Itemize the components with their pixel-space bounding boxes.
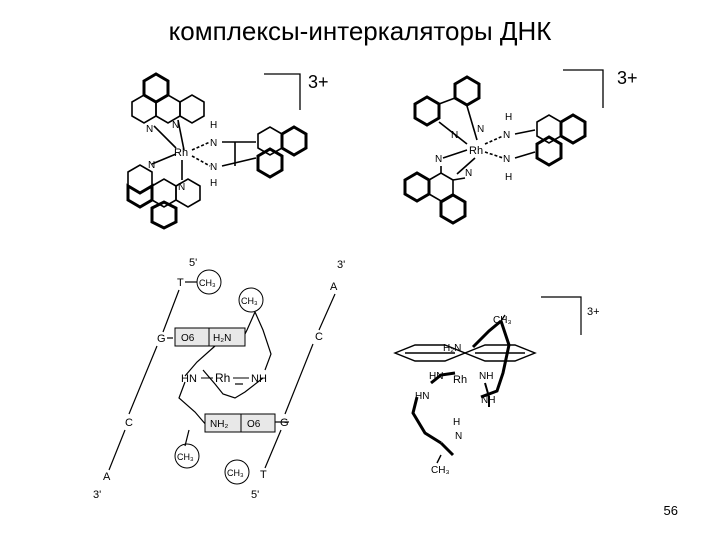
base-label: C — [315, 331, 323, 343]
base-label: A — [330, 281, 338, 293]
atom-h: H — [505, 172, 512, 183]
atom-n: N — [210, 162, 217, 173]
atom-label: NH — [251, 373, 267, 385]
base-label: T — [177, 277, 184, 289]
atom-n: N — [465, 168, 472, 179]
atom-label: NH — [481, 395, 495, 406]
atom-label: H — [453, 417, 460, 428]
strand-label: 5' — [251, 489, 259, 501]
atom-label: HN — [415, 391, 429, 402]
atom-n: N — [146, 124, 153, 135]
base-label: G — [280, 417, 289, 429]
atom-label: HN — [181, 373, 197, 385]
atom-h: H — [210, 178, 217, 189]
box-label: H₂N — [213, 333, 231, 344]
base-label: T — [260, 469, 267, 481]
base-label: C — [125, 417, 133, 429]
methyl-label: CH₃ — [431, 465, 450, 476]
atom-n: N — [210, 138, 217, 149]
atom-n: N — [503, 130, 510, 141]
atom-n: N — [477, 124, 484, 135]
atom-rh: Rh — [174, 147, 188, 159]
methyl-label: CH₃ — [227, 468, 244, 478]
strand-label: 5' — [189, 257, 197, 269]
structure-rh-bpy-phi2: N N H N Rh N N N H 3+ — [395, 62, 685, 242]
structure-rh-3d: 3+ H₂N CH₃ HN Rh NH HN NH H N CH₃ — [385, 295, 635, 485]
charge-label: 3+ — [587, 306, 600, 318]
atom-rh: Rh — [469, 145, 483, 157]
methyl-label: CH₃ — [199, 278, 216, 288]
atom-n: N — [172, 120, 179, 131]
methyl-label: CH₃ — [493, 315, 512, 326]
atom-h: H — [505, 112, 512, 123]
methyl-label: CH₃ — [177, 452, 194, 462]
atom-label: N — [455, 431, 462, 442]
base-label: G — [157, 333, 166, 345]
atom-n: N — [503, 154, 510, 165]
charge-label: 3+ — [308, 72, 329, 92]
dna-intercalation-diagram: 5' 3' T A G C C G A T 3' 5' — [85, 250, 375, 510]
structure-rh-phen-phi: N N H N Rh N N H N 3+ — [110, 62, 350, 242]
charge-label: 3+ — [617, 68, 638, 88]
box-label: NH₂ — [210, 419, 228, 430]
base-label: A — [103, 471, 111, 483]
atom-h: H — [210, 120, 217, 131]
atom-rh: Rh — [215, 371, 230, 385]
slide-title: комплексы-интеркаляторы ДНК — [168, 16, 552, 46]
box-label: O6 — [181, 333, 195, 344]
strand-label: 3' — [93, 489, 101, 501]
atom-n: N — [148, 160, 155, 171]
atom-label: NH — [479, 371, 493, 382]
atom-label: HN — [429, 371, 443, 382]
atom-n: N — [178, 182, 185, 193]
methyl-label: CH₃ — [241, 296, 258, 306]
atom-n: N — [451, 130, 458, 141]
atom-rh: Rh — [453, 374, 467, 386]
atom-label: H₂N — [443, 343, 461, 354]
box-label: O6 — [247, 419, 261, 430]
strand-label: 3' — [337, 259, 345, 271]
page-number: 56 — [663, 503, 678, 518]
atom-n: N — [435, 154, 442, 165]
